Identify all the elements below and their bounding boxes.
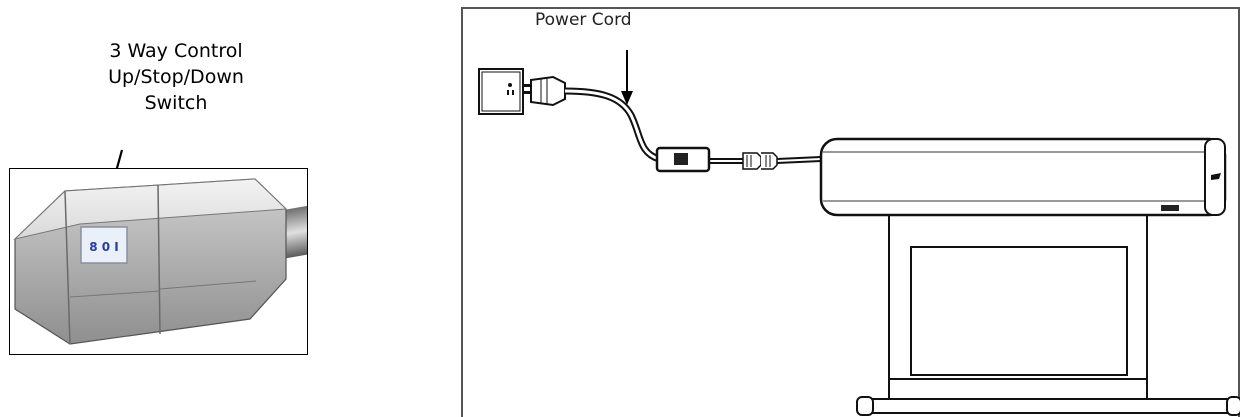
switch-photo: 8 0 I	[9, 168, 308, 355]
power-cord-label: Power Cord	[535, 10, 632, 30]
switch-callout-line-2: Up/Stop/Down	[108, 66, 244, 88]
switch-callout-line-3: Switch	[144, 92, 208, 114]
screen-installation-illustration	[478, 50, 1240, 416]
cord-connector-icon	[742, 152, 778, 170]
screen-bottom-bar-icon	[856, 379, 1240, 416]
switch-callout-line-1: 3 Way Control	[109, 40, 243, 62]
plug-icon	[523, 75, 566, 107]
switch-callout-label: 3 Way Control Up/Stop/Down Switch	[60, 38, 292, 116]
wall-outlet-icon	[478, 68, 524, 115]
screen-case-icon	[819, 137, 1227, 217]
switch-button-marks: 8 0 I	[89, 240, 119, 254]
power-cord-arrow	[621, 50, 633, 105]
control-box-illustration: 8 0 I	[13, 178, 307, 345]
inline-switch-icon	[655, 146, 711, 173]
screen-fabric-icon	[888, 215, 1148, 380]
